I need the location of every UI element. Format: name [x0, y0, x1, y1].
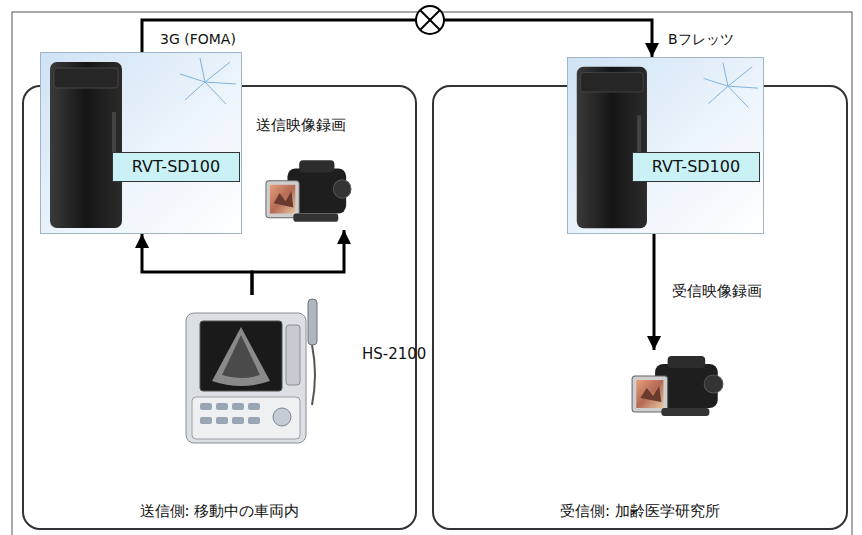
camcorder-node: 送信映像録画	[264, 154, 352, 230]
arrow-connector	[252, 230, 344, 295]
ultrasound-node: HS-2100	[182, 295, 412, 445]
device-box: RVT-SD100	[567, 57, 764, 234]
region-label: 送信側: 移動中の車両内	[24, 502, 415, 521]
node-label: 送信映像録画	[256, 116, 346, 135]
device-picture	[567, 57, 764, 234]
region-box: 送信側: 移動中の車両内 RVT-SD100 送信映像録画 HS-2100	[22, 85, 417, 530]
device-picture	[182, 295, 324, 445]
cross-line	[420, 10, 440, 30]
arrow-connector	[142, 234, 252, 295]
frame-rect	[12, 12, 852, 535]
device-box: RVT-SD100	[40, 52, 242, 234]
link-label: 3G (FOMA)	[160, 31, 236, 47]
cross-circle	[416, 6, 444, 34]
region-box: 受信側: 加齢医学研究所 RVT-SD100 受信映像録画	[432, 85, 848, 530]
device-label: RVT-SD100	[632, 152, 760, 182]
region-label: 受信側: 加齢医学研究所	[434, 502, 846, 521]
device-picture	[40, 52, 242, 234]
node-label: HS-2100	[362, 345, 426, 363]
arrow-connector	[653, 234, 656, 350]
device-picture	[630, 350, 724, 424]
link-label: Bフレッツ	[668, 31, 734, 49]
device-picture	[264, 154, 352, 230]
arrow-connector	[142, 20, 652, 57]
cross-line	[420, 10, 440, 30]
camcorder-node: 受信映像録画	[630, 350, 724, 424]
node-label: 受信映像録画	[672, 282, 762, 301]
device-label: RVT-SD100	[112, 152, 240, 182]
